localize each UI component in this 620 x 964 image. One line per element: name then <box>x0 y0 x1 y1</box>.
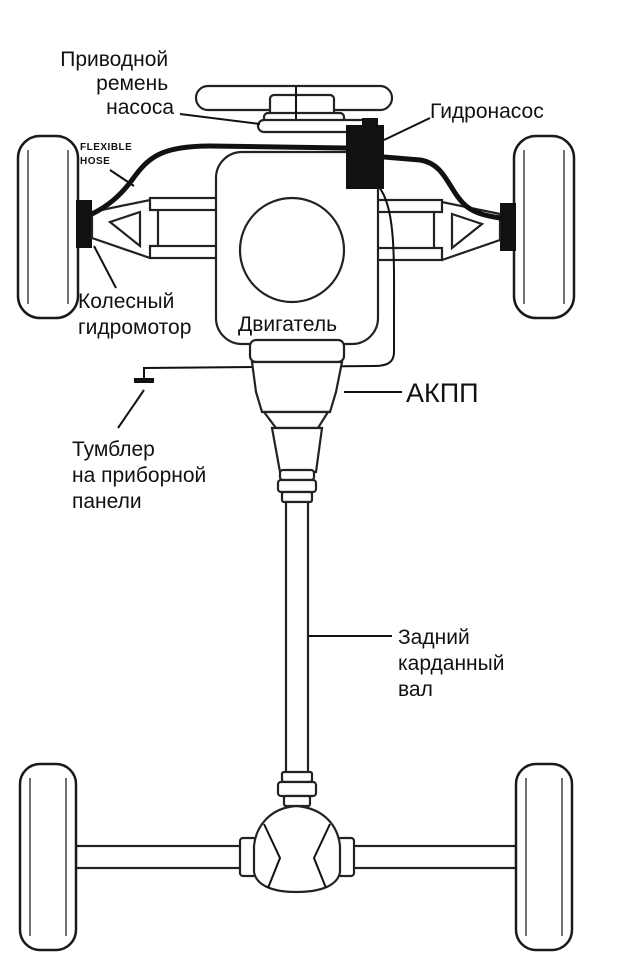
rear-right-wheel <box>514 762 574 952</box>
flexible-hose-label: FLEXIBLE HOSE <box>80 142 136 167</box>
pump-belt-leader <box>179 113 261 125</box>
front-suspension-right <box>374 198 502 262</box>
engine-label: Двигатель <box>238 313 337 336</box>
wheel-motor-label: Колесный гидромотор <box>78 290 191 339</box>
flexible-hose-leader <box>109 169 135 187</box>
rear-universal-joint <box>276 770 318 808</box>
rear-driveshaft-label-line-1: Задний <box>398 626 470 649</box>
rear-driveshaft-label-line-3: вал <box>398 678 433 701</box>
transmission-label: АКПП <box>406 378 479 408</box>
rear-driveshaft-label-line-2: карданный <box>398 652 504 675</box>
hydropump-label: Гидронасос <box>430 100 544 123</box>
wheel-motor-label-line-2: гидромотор <box>78 316 191 339</box>
pump-belt-label-line-2: ремень <box>96 72 168 95</box>
pump-belt-label: Приводной ремень насоса <box>60 48 174 119</box>
flexible-hose-label-line-1: FLEXIBLE <box>80 142 132 153</box>
flexible-hose-right <box>381 154 503 221</box>
wheel-motor-leader <box>93 245 117 289</box>
rear-differential <box>252 804 342 894</box>
flexible-hose-label-line-2: HOSE <box>80 156 110 167</box>
switch-control-wire <box>143 185 396 380</box>
hydropump-leader <box>383 117 431 141</box>
switch-leader <box>117 389 145 429</box>
front-left-wheel <box>16 134 80 320</box>
rear-driveshaft <box>284 500 310 776</box>
dash-switch-label-line-1: Тумблер <box>72 438 155 461</box>
front-right-wheel <box>512 134 576 320</box>
rear-driveshaft-label: Задний карданный вал <box>398 626 510 701</box>
dash-switch <box>134 378 154 383</box>
pump-belt-label-line-3: насоса <box>106 96 174 119</box>
front-suspension-left <box>90 196 220 260</box>
wheel-motor-label-line-1: Колесный <box>78 290 174 313</box>
rear-left-wheel <box>18 762 78 952</box>
dash-switch-label: Тумблер на приборной панели <box>72 438 212 513</box>
dash-switch-label-line-2: на приборной <box>72 464 206 487</box>
wheel-motor-right <box>500 203 516 251</box>
pump-belt-label-line-1: Приводной <box>60 48 168 71</box>
dash-switch-label-line-3: панели <box>72 490 142 513</box>
automatic-transmission <box>248 338 346 504</box>
wheel-motor-left <box>76 200 92 248</box>
flexible-hose-left <box>89 143 349 217</box>
hydraulic-pump <box>346 118 384 189</box>
